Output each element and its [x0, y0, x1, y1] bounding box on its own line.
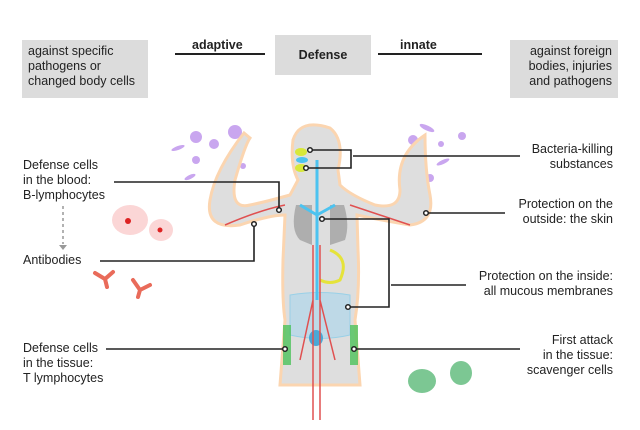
innate-description-line: and pathogens — [529, 74, 612, 88]
label-line: scavenger cells — [526, 363, 613, 377]
defense-title-box: Defense — [275, 35, 371, 75]
adaptive-description-line: against specific — [28, 44, 114, 58]
label-skin: Protection on the outside: the skin — [518, 197, 613, 227]
adaptive-label: adaptive — [192, 38, 243, 52]
adaptive-description-box: against specific pathogens or changed bo… — [22, 40, 148, 98]
label-b-lymphocytes: Defense cells in the blood: B-lymphocyte… — [23, 158, 105, 203]
label-line: Protection on the — [518, 197, 613, 211]
adaptive-description-line: pathogens or — [28, 59, 101, 73]
label-line: in the blood: — [23, 173, 92, 187]
pathogens-left — [171, 125, 246, 181]
label-mucous-membranes: Protection on the inside: all mucous mem… — [479, 269, 613, 299]
leader-lines — [100, 149, 520, 350]
leader-dots — [250, 146, 430, 353]
innate-description-line: bodies, injuries — [528, 59, 612, 73]
antibody-icons — [93, 270, 152, 299]
label-line: First attack — [551, 333, 613, 347]
label-t-lymphocytes: Defense cells in the tissue: T lymphocyt… — [23, 341, 103, 386]
human-body — [207, 123, 433, 420]
label-line: substances — [549, 157, 613, 171]
label-bacteria-killing: Bacteria-killing substances — [532, 142, 613, 172]
label-line: Defense cells — [23, 158, 99, 172]
label-antibodies: Antibodies — [23, 253, 82, 267]
label-line: B-lymphocytes — [23, 188, 105, 202]
label-line: in the tissue: — [542, 348, 613, 362]
innate-label: innate — [400, 38, 437, 52]
innate-description-box: against foreign bodies, injuries and pat… — [510, 40, 618, 98]
innate-description-line: against foreign — [529, 44, 612, 58]
adaptive-description-line: changed body cells — [28, 74, 136, 88]
label-line: outside: the skin — [522, 212, 613, 226]
label-line: Defense cells — [23, 341, 99, 355]
dashed-arrow — [59, 206, 67, 250]
label-line: Protection on the inside: — [478, 269, 613, 283]
scavenger-cells — [408, 361, 472, 393]
b-lymphocyte-cells — [112, 205, 173, 241]
label-line: all mucous membranes — [483, 284, 613, 298]
label-line: Bacteria-killing — [531, 142, 613, 156]
label-line: T lymphocytes — [23, 371, 104, 385]
label-line: in the tissue: — [23, 356, 94, 370]
label-scavenger-cells: First attack in the tissue: scavenger ce… — [527, 333, 613, 378]
